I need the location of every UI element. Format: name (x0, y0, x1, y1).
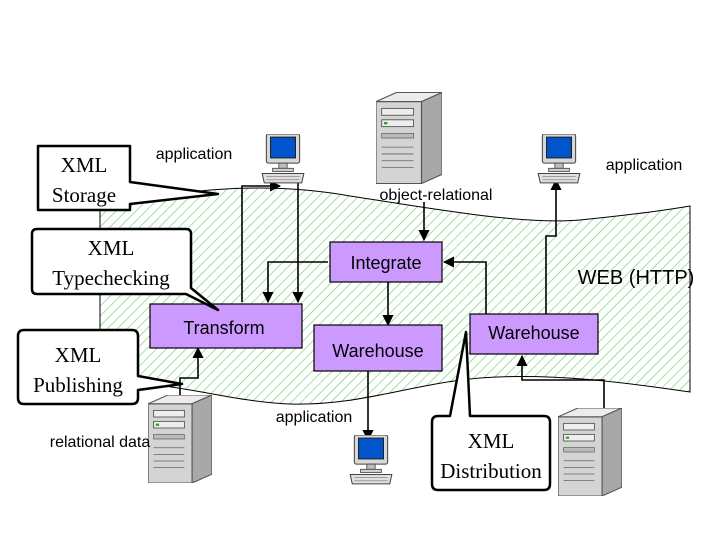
callout-xml-distribution: XML Distribution (430, 330, 552, 492)
server-tower-icon (148, 395, 212, 483)
callout-xml-storage-line1: XML (61, 153, 108, 177)
desktop-computer-icon (261, 134, 305, 184)
node-integrate-label: Integrate (350, 253, 421, 273)
node-warehouse-right: Warehouse (469, 313, 599, 355)
server-tower-icon (558, 408, 622, 496)
node-warehouse-right-label: Warehouse (488, 323, 579, 343)
callout-xml-publishing-line2: Publishing (33, 373, 123, 397)
node-transform: Transform (149, 303, 303, 349)
callout-xml-typechecking: XML Typechecking (30, 227, 220, 312)
node-warehouse-left: Warehouse (313, 324, 443, 372)
arrow-integrate-to-transform (262, 261, 328, 304)
callout-xml-storage: XML Storage (36, 144, 220, 212)
callout-xml-storage-line2: Storage (52, 183, 116, 207)
node-transform-label: Transform (183, 318, 264, 338)
callout-xml-distribution-line1: XML (468, 429, 515, 453)
desktop-computer-icon (349, 435, 393, 485)
node-warehouse-left-label: Warehouse (332, 341, 423, 361)
arrow-warehouse-right-to-integrate (442, 256, 487, 314)
label-application-top-right: application (606, 157, 683, 174)
desktop-computer-icon (537, 134, 581, 184)
node-integrate: Integrate (329, 241, 443, 283)
label-application-bottom: application (276, 409, 353, 426)
callout-xml-publishing-line1: XML (55, 343, 102, 367)
arrow-server-bottom-left-to-transform (179, 346, 204, 400)
label-application-top-left: application (156, 146, 233, 163)
arrow-transform-to-app-top-left (241, 180, 282, 302)
connectors (179, 178, 605, 442)
server-tower-icon (376, 92, 442, 184)
arrow-server-bottom-right-to-warehouse-right (516, 354, 605, 410)
label-web-http: WEB (HTTP) (578, 267, 695, 289)
label-object-relational: object-relational (380, 187, 493, 204)
callout-xml-distribution-line2: Distribution (440, 459, 542, 483)
callout-xml-typechecking-line2: Typechecking (52, 266, 170, 290)
callout-xml-typechecking-line1: XML (88, 236, 135, 260)
arrow-warehouse-right-to-app-top-right (545, 178, 562, 314)
label-relational-data: relational data (50, 434, 151, 451)
callout-xml-publishing: XML Publishing (16, 328, 184, 406)
